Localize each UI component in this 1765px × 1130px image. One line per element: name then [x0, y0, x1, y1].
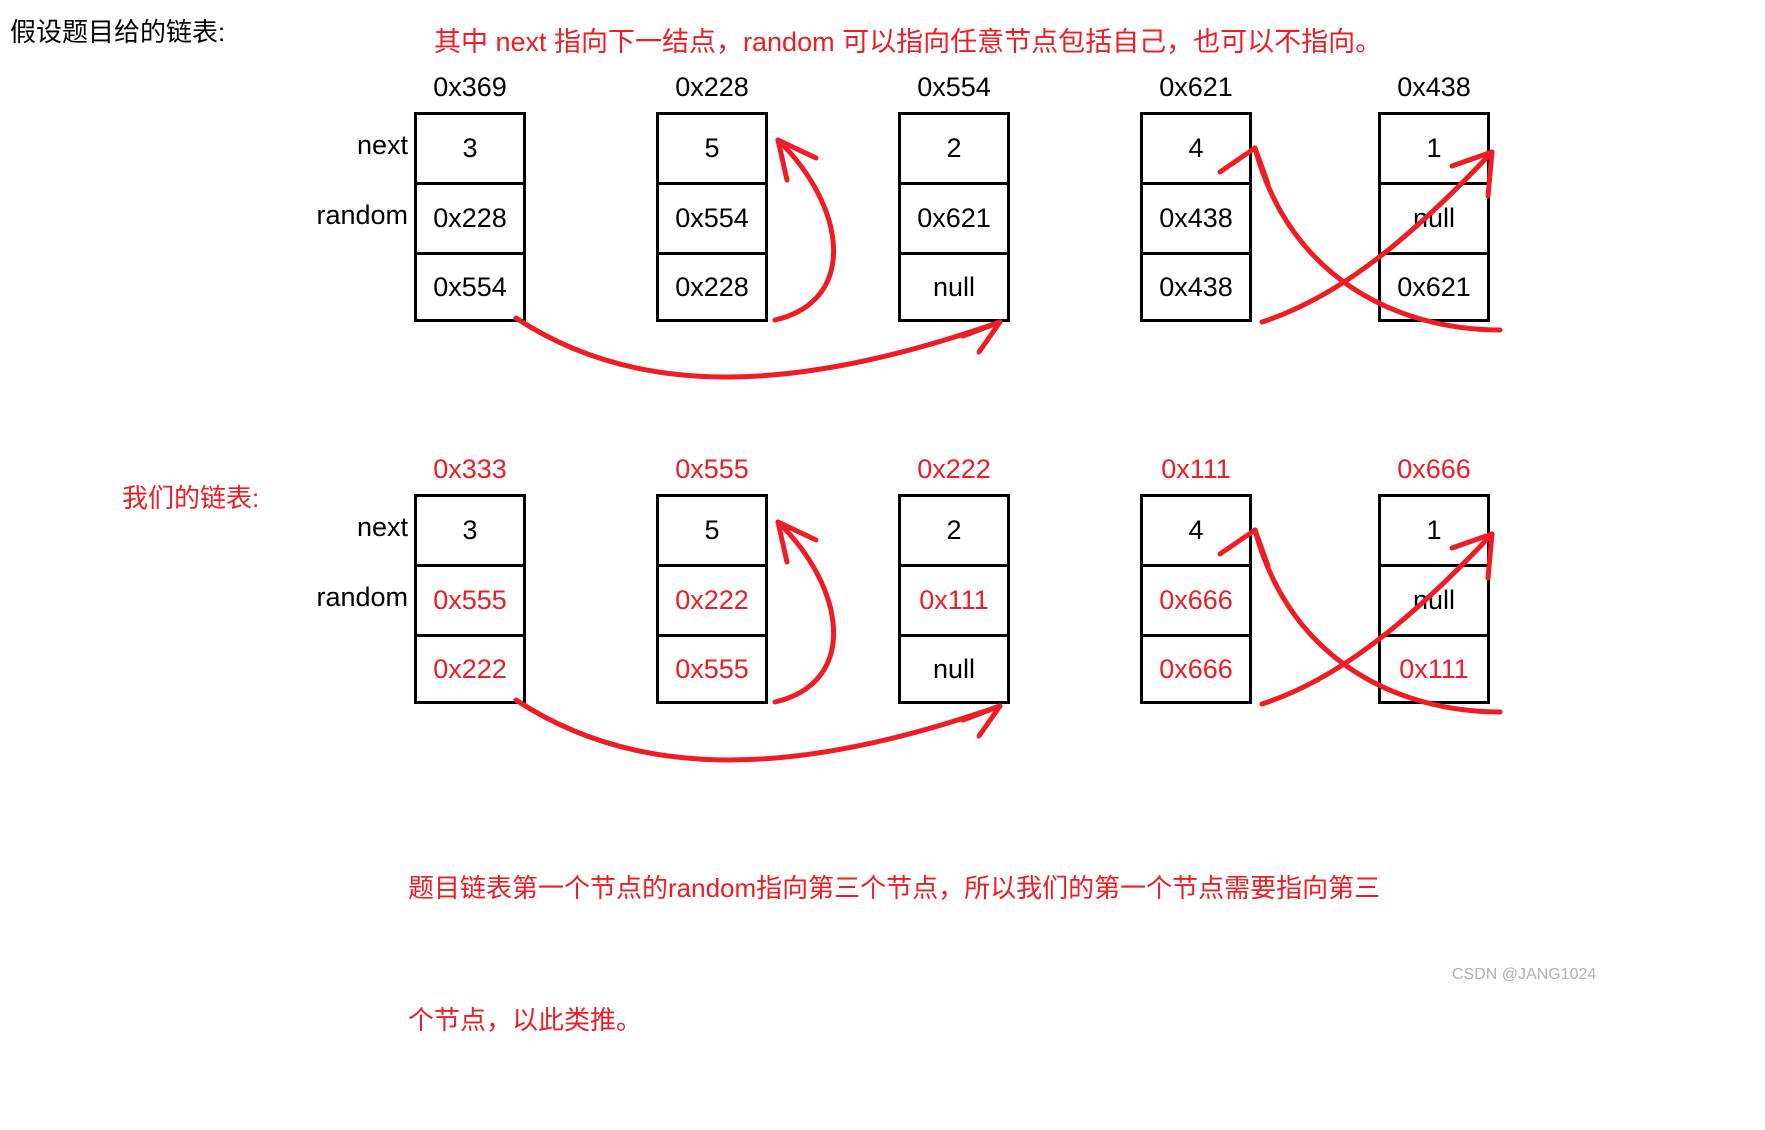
node-address: 0x666: [1397, 454, 1471, 484]
node-random-cell: 0x666: [1140, 634, 1252, 704]
node-random-cell: 0x438: [1140, 252, 1252, 322]
row1-label: 假设题目给的链表:: [10, 17, 226, 47]
node-value-cell: 5: [656, 112, 768, 182]
arrow-row2-n0-random: [513, 697, 1003, 763]
caption-line-2: 个节点，以此类推。: [408, 1005, 643, 1035]
node-random-cell: null: [898, 252, 1010, 322]
bottom-caption: 题目链表第一个节点的random指向第三个节点，所以我们的第一个节点需要指向第三…: [408, 778, 1380, 1130]
node-address: 0x369: [433, 72, 507, 102]
node-random-cell: null: [898, 634, 1010, 704]
node-row2-1: 0x555 5 0x222 0x555: [656, 454, 768, 704]
row2-label: 我们的链表:: [122, 483, 260, 513]
diagram-canvas: 其中 next 指向下一结点，random 可以指向任意节点包括自己，也可以不指…: [10, 17, 1597, 1035]
node-row1-2: 0x554 2 0x621 null: [898, 72, 1010, 322]
node-random-cell: 0x555: [656, 634, 768, 704]
node-next-cell: 0x111: [898, 564, 1010, 634]
node-next-cell: null: [1378, 182, 1490, 252]
node-row1-3: 0x621 4 0x438 0x438: [1140, 72, 1252, 322]
node-value-cell: 2: [898, 112, 1010, 182]
node-value-cell: 3: [414, 112, 526, 182]
node-row2-3: 0x111 4 0x666 0x666: [1140, 454, 1252, 704]
node-address: 0x555: [675, 454, 749, 484]
node-next-cell: 0x554: [656, 182, 768, 252]
node-random-cell: 0x111: [1378, 634, 1490, 704]
node-row2-2: 0x222 2 0x111 null: [898, 454, 1010, 704]
node-random-cell: 0x228: [656, 252, 768, 322]
node-address: 0x333: [433, 454, 507, 484]
field-label-random: random: [316, 200, 408, 230]
node-address: 0x621: [1159, 72, 1233, 102]
node-next-cell: null: [1378, 564, 1490, 634]
node-next-cell: 0x555: [414, 564, 526, 634]
node-next-cell: 0x222: [656, 564, 768, 634]
field-label-random: random: [316, 582, 408, 612]
node-address: 0x438: [1397, 72, 1471, 102]
node-row1-4: 0x438 1 null 0x621: [1378, 72, 1490, 322]
node-value-cell: 4: [1140, 494, 1252, 564]
node-random-cell: 0x621: [1378, 252, 1490, 322]
arrow-row1-n1-self: [772, 137, 837, 323]
node-value-cell: 1: [1378, 112, 1490, 182]
node-random-cell: 0x222: [414, 634, 526, 704]
node-value-cell: 1: [1378, 494, 1490, 564]
node-next-cell: 0x228: [414, 182, 526, 252]
field-label-next: next: [356, 130, 408, 160]
node-value-cell: 4: [1140, 112, 1252, 182]
node-row1-0: 0x369 next random 3 0x228 0x554: [316, 72, 526, 322]
watermark-text: CSDN @JANG1024: [1452, 966, 1597, 983]
node-row2-4: 0x666 1 null 0x111: [1378, 454, 1490, 704]
node-next-cell: 0x621: [898, 182, 1010, 252]
node-next-cell: 0x438: [1140, 182, 1252, 252]
caption-line-1: 题目链表第一个节点的random指向第三个节点，所以我们的第一个节点需要指向第三: [408, 873, 1381, 903]
node-row2-0: 0x333 next random 3 0x555 0x222: [316, 454, 526, 704]
node-value-cell: 3: [414, 494, 526, 564]
top-note-text: 其中 next 指向下一结点，random 可以指向任意节点包括自己，也可以不指…: [434, 27, 1383, 57]
node-address: 0x228: [675, 72, 749, 102]
node-row1-1: 0x228 5 0x554 0x228: [656, 72, 768, 322]
node-address: 0x554: [917, 72, 991, 102]
arrow-row2-n1-self: [772, 519, 837, 705]
node-address: 0x222: [917, 454, 991, 484]
arrow-row1-n0-random: [513, 315, 1003, 380]
node-address: 0x111: [1161, 454, 1231, 484]
field-label-next: next: [356, 512, 408, 542]
node-random-cell: 0x554: [414, 252, 526, 322]
node-value-cell: 5: [656, 494, 768, 564]
node-value-cell: 2: [898, 494, 1010, 564]
node-next-cell: 0x666: [1140, 564, 1252, 634]
